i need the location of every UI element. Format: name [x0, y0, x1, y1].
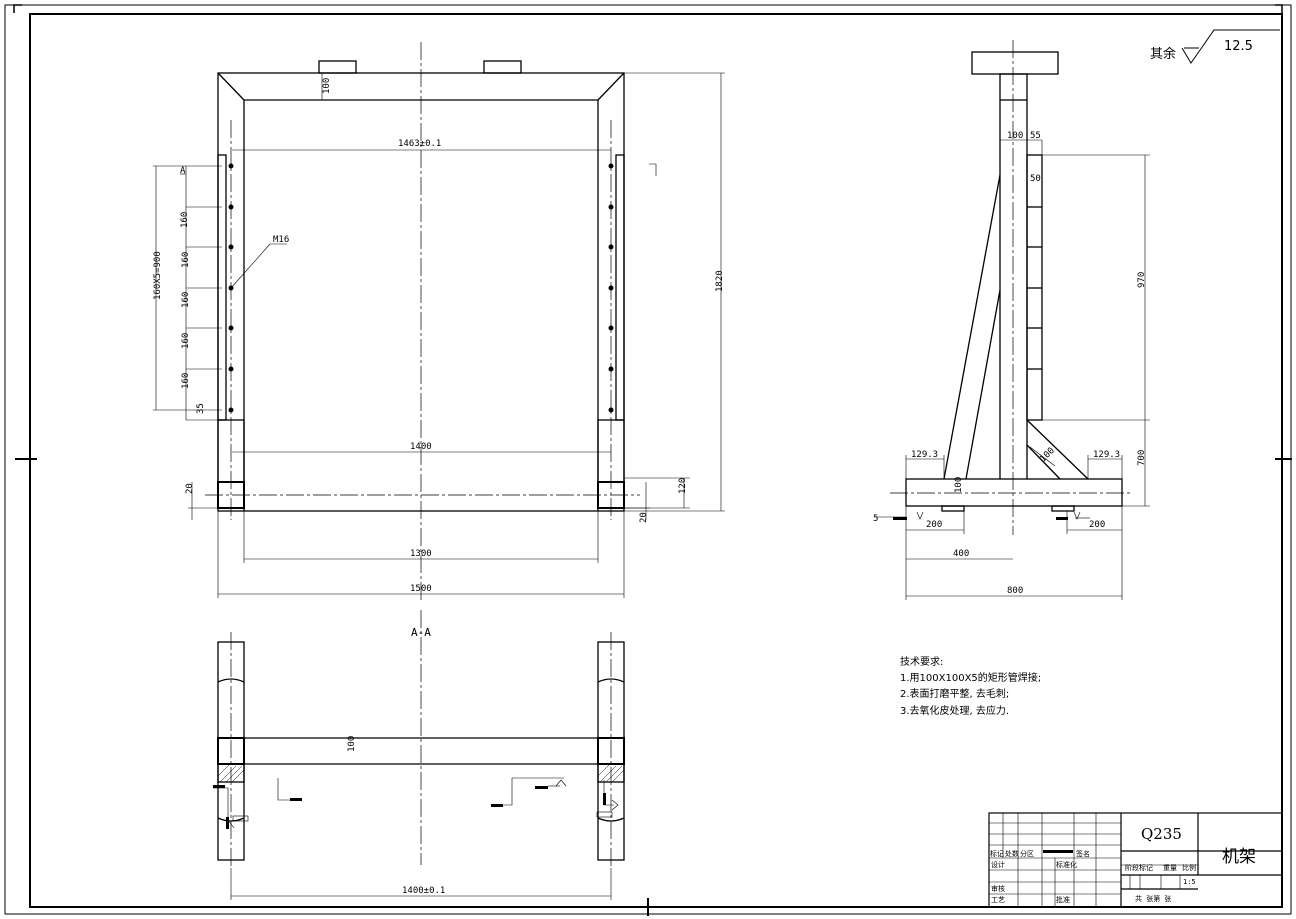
tb-stage: 阶段标记: [1125, 863, 1153, 872]
dim-pitch-1: 160: [180, 212, 190, 228]
dim-section-beam: 100: [347, 736, 357, 752]
note-2: 2.表面打磨平整, 去毛刺;: [900, 687, 1009, 700]
title-block: [988, 812, 1283, 908]
tb-sign: 签名: [1076, 849, 1090, 858]
section-view: [217, 641, 625, 861]
note-1: 1.用100X100X5的矩形管焊接;: [900, 671, 1041, 684]
note-3: 3.去氧化皮处理, 去应力.: [900, 704, 1009, 717]
tb-review: 审核: [991, 884, 1005, 893]
dim-inner-span: 1463±0.1: [398, 139, 441, 149]
notes-title: 技术要求:: [900, 655, 943, 668]
dim-small: 5: [873, 514, 878, 524]
front-dimension-lines: [153, 72, 725, 598]
dim-edge: 35: [196, 403, 206, 414]
centerlines: [205, 40, 1130, 868]
dim-foot-right: 20: [639, 512, 649, 523]
dim-w100: 100: [1007, 131, 1023, 141]
dim-brace: 100: [1038, 446, 1057, 465]
tb-standard: 标准化: [1056, 860, 1077, 869]
part-name: 机架: [1222, 847, 1256, 867]
section-mark: A: [180, 166, 186, 176]
inner-border: [29, 13, 1283, 908]
tb-ratio: 比例: [1182, 863, 1196, 872]
dim-foot-left: 20: [185, 483, 195, 494]
roughness-text: 其余 12.5: [1150, 39, 1253, 62]
tb-process: 工艺: [991, 896, 1005, 904]
material: Q235: [1141, 825, 1182, 843]
dim-total-800: 800: [1007, 586, 1023, 596]
roughness-symbol: [1181, 29, 1280, 64]
tb-zone: 分区: [1020, 849, 1034, 858]
section-hatching: [217, 763, 625, 783]
dim-pitch-5: 160: [181, 373, 191, 389]
dim-h700: 700: [1137, 450, 1147, 466]
dim-top-wall: 100: [322, 78, 332, 94]
dim-pad-right: 200: [1089, 520, 1105, 530]
dim-base-span: 1400: [410, 442, 432, 452]
holes: [228, 163, 614, 413]
tb-mark: 标记: [990, 849, 1004, 858]
side-view: [905, 51, 1123, 512]
dim-pitch-2: 160: [181, 252, 191, 268]
dim-pitch-3: 160: [181, 292, 191, 308]
section-dimension-lines: [213, 777, 614, 900]
tb-count: 处数: [1005, 849, 1019, 858]
dim-base-h: 100: [954, 477, 964, 493]
technical-notes: 技术要求: 1.用100X100X5的矩形管焊接; 2.表面打磨平整, 去毛刺;…: [900, 655, 1041, 717]
dim-d50: 50: [1030, 174, 1041, 184]
dim-height: 1820: [715, 270, 725, 292]
side-weld-marks: [893, 517, 1068, 520]
dim-foot-120: 120: [678, 478, 688, 494]
dim-thread: M16: [273, 235, 289, 245]
dim-section-span: 1400±0.1: [402, 886, 445, 896]
dim-inner-1300: 1300: [410, 549, 432, 559]
tb-weight: 重量: [1163, 864, 1177, 872]
tb-approve: 批准: [1056, 895, 1070, 904]
roughness-prefix: 其余: [1150, 46, 1176, 62]
dim-left-129: 129.3: [911, 450, 938, 460]
dim-w55: 55: [1030, 131, 1041, 141]
dim-outer-1500: 1500: [410, 584, 432, 594]
roughness-value: 12.5: [1224, 39, 1253, 54]
title-block-grid: [989, 813, 1198, 907]
section-weld-marks: [213, 785, 606, 829]
dim-h970: 970: [1137, 272, 1147, 288]
tb-design: 设计: [991, 860, 1005, 869]
dim-pad-left: 200: [926, 520, 942, 530]
dim-right-129: 129.3: [1093, 450, 1120, 460]
dim-half-400: 400: [953, 549, 969, 559]
tb-scale: 1:5: [1183, 878, 1196, 886]
dim-pitch-4: 160: [181, 333, 191, 349]
tb-sheets: 共 张第 张: [1135, 894, 1171, 903]
dim-hole-pitch-total: 160X5=900: [153, 251, 163, 300]
section-label: A-A: [411, 626, 431, 639]
